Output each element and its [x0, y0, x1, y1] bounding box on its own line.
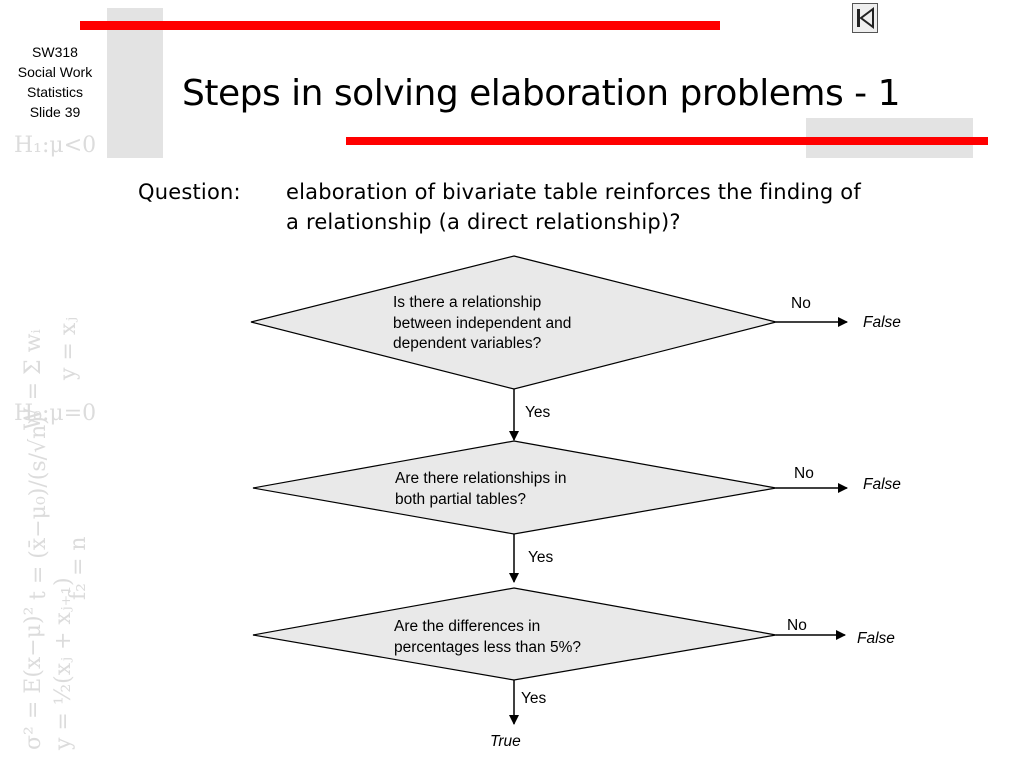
top-red-bar	[80, 21, 720, 30]
page-title: Steps in solving elaboration problems - …	[182, 73, 900, 114]
false-outcome-2: False	[863, 476, 901, 493]
decision-2-text: Are there relationships in both partial …	[395, 469, 566, 510]
decision-2-line-2: both partial tables?	[395, 490, 526, 508]
yes-label-1: Yes	[525, 404, 551, 421]
no-label-1: No	[791, 295, 811, 312]
first-slide-button[interactable]	[852, 3, 878, 33]
svg-text:f₂ = n: f₂ = n	[66, 536, 91, 600]
question-label: Question:	[138, 180, 241, 204]
decision-1-line-2: between independent and	[393, 314, 572, 332]
bottom-red-bar	[346, 137, 988, 145]
decision-1-line-3: dependent variables?	[393, 335, 542, 352]
question-line-2: a relationship (a direct relationship)?	[286, 210, 681, 234]
svg-text:y = xⱼ: y = xⱼ	[56, 317, 81, 381]
yes-label-3: Yes	[521, 690, 547, 707]
decision-1-text: Is there a relationship between independ…	[393, 293, 571, 355]
yes-label-2: Yes	[528, 549, 554, 566]
decision-3-text: Are the differences in percentages less …	[394, 617, 581, 658]
false-outcome-3: False	[857, 630, 895, 647]
decision-2-line-1: Are there relationships in	[395, 470, 567, 487]
false-outcome-1: False	[863, 314, 901, 331]
question-text: elaboration of bivariate table reinforce…	[286, 177, 1006, 237]
svg-text:σ² = E(x−μ)²: σ² = E(x−μ)²	[21, 607, 46, 750]
svg-text:y = ½(xⱼ + xⱼ₊₁): y = ½(xⱼ + xⱼ₊₁)	[51, 577, 76, 751]
decision-1-line-1: Is there a relationship	[393, 294, 542, 311]
svg-text:W = Σ wᵢ: W = Σ wᵢ	[21, 329, 46, 430]
course-code: SW318	[32, 44, 78, 60]
decision-3-line-1: Are the differences in	[394, 618, 541, 635]
true-outcome: True	[490, 733, 521, 750]
formula-watermark: H₁:μ<0 H₀:μ=0 σ² = E(x−μ)² y = ½(xⱼ + xⱼ…	[14, 133, 96, 751]
slide-info: SW318 Social Work Statistics Slide 39	[0, 42, 110, 122]
no-label-2: No	[794, 465, 814, 482]
slide-number: Slide 39	[29, 104, 81, 120]
svg-text:H₀:μ=0: H₀:μ=0	[14, 401, 96, 426]
course-subject: Statistics	[26, 84, 83, 100]
decision-3-line-2: percentages less than 5%?	[394, 638, 581, 656]
question-line-1: elaboration of bivariate table reinforce…	[286, 180, 861, 204]
svg-text:t = (x̄−μ₀)/(s/√n): t = (x̄−μ₀)/(s/√n)	[26, 416, 51, 600]
course-name: Social Work	[17, 64, 93, 80]
left-gray-block	[107, 8, 163, 158]
no-label-3: No	[787, 617, 807, 634]
svg-text:H₁:μ<0: H₁:μ<0	[14, 133, 96, 158]
skip-to-first-icon	[857, 7, 874, 29]
